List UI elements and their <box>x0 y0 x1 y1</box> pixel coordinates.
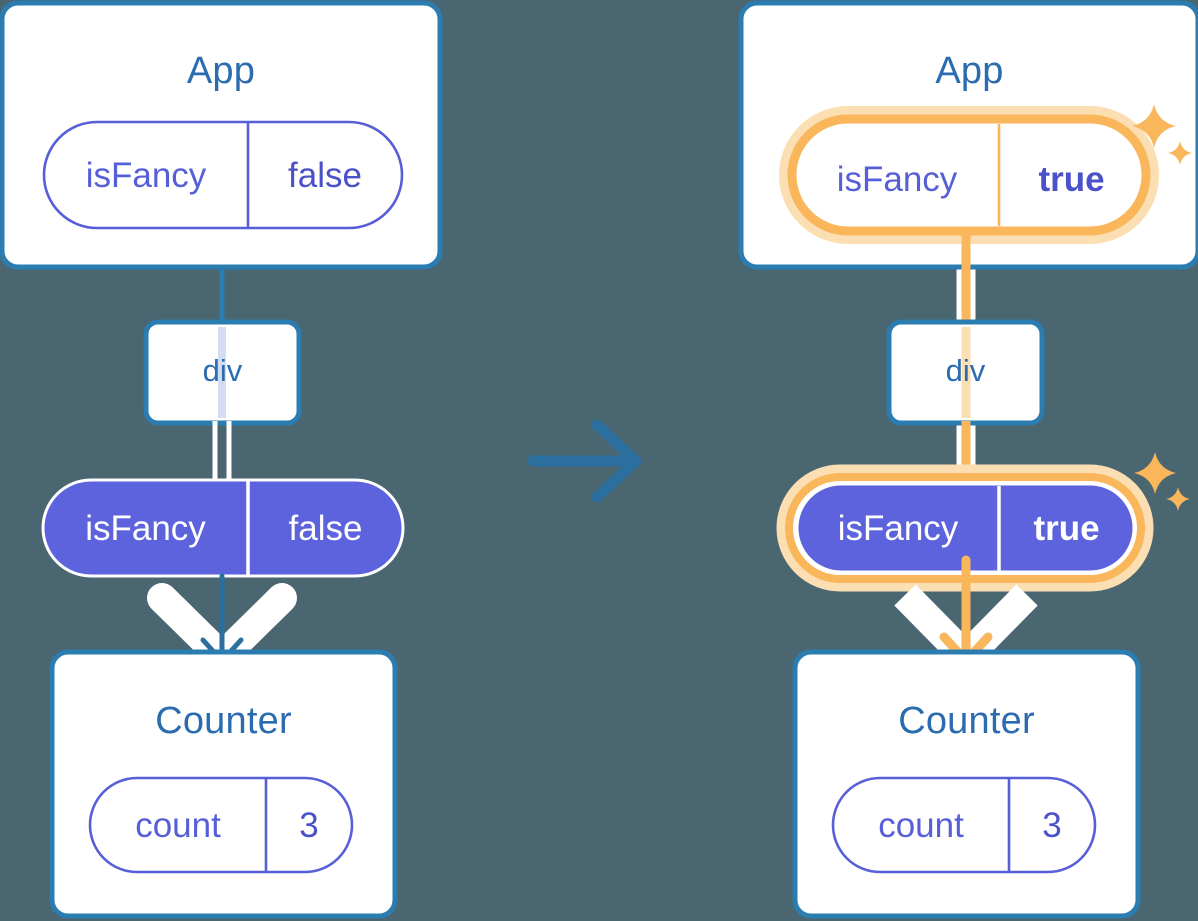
before-counter-state-pill <box>88 776 354 874</box>
before-div-node <box>143 319 302 426</box>
sparkle-small-app-icon <box>1168 141 1192 165</box>
before-app-state-pill <box>42 120 404 230</box>
sparkle-large-app-icon <box>1132 104 1176 148</box>
after-prop-pill <box>785 473 1145 583</box>
before-connector-div-pill <box>212 421 232 487</box>
sparkle-small-prop-icon <box>1166 487 1190 511</box>
sparkle-large-prop-icon <box>1134 452 1176 494</box>
before-blue-arrow <box>200 573 244 664</box>
before-prop-pill <box>41 478 405 578</box>
after-app-state-pill <box>787 114 1151 236</box>
before-diagram <box>0 0 443 919</box>
sparkle-group <box>1132 104 1192 511</box>
after-counter-state-pill <box>831 776 1097 874</box>
after-diagram <box>738 0 1198 919</box>
after-div-node <box>886 319 1045 426</box>
transition-arrow-icon <box>527 419 642 503</box>
